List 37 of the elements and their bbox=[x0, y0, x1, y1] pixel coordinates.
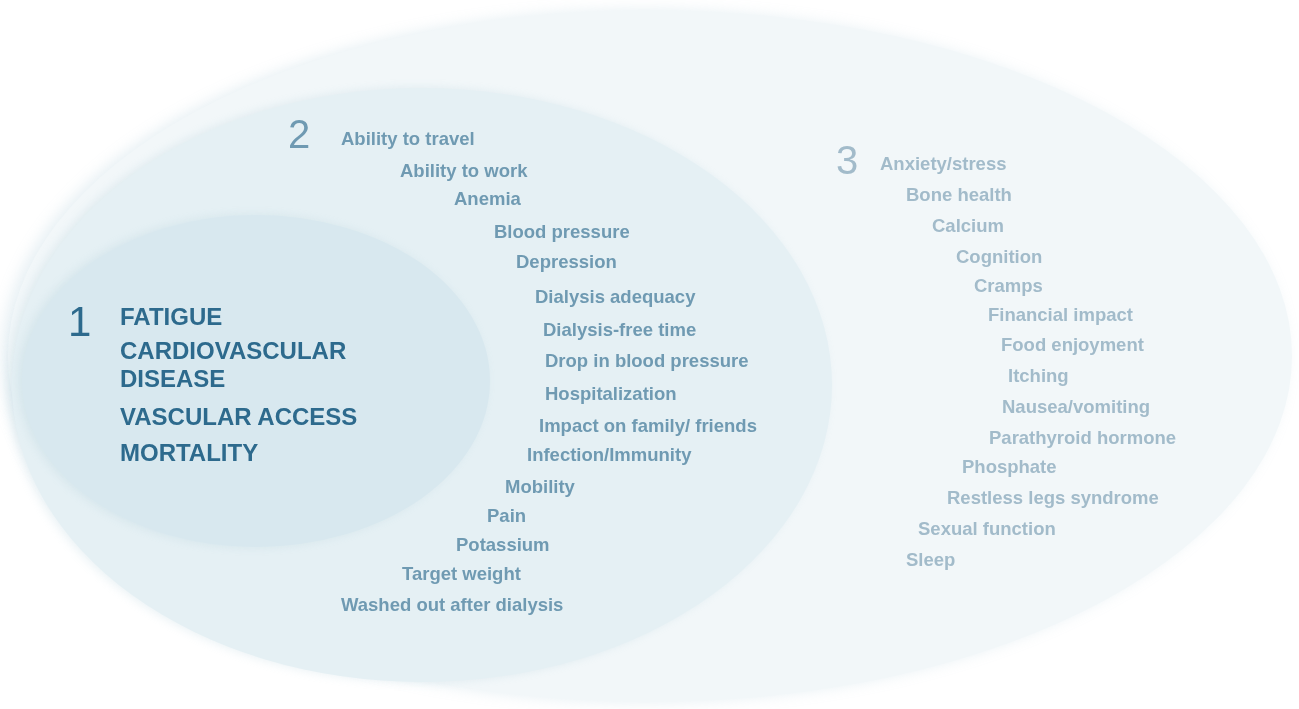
item-label: Blood pressure bbox=[494, 221, 630, 243]
item-label: MORTALITY bbox=[120, 439, 259, 467]
item-label: Drop in blood pressure bbox=[545, 350, 749, 372]
item-label: Food enjoyment bbox=[1001, 334, 1144, 356]
tier-number: 2 bbox=[288, 111, 311, 157]
item-label: Calcium bbox=[932, 215, 1004, 237]
item-label: Potassium bbox=[456, 534, 550, 556]
item-label: CARDIOVASCULAR DISEASE bbox=[120, 337, 348, 393]
item-label: Depression bbox=[516, 251, 617, 273]
item-label: Financial impact bbox=[988, 304, 1133, 326]
item-label: Pain bbox=[487, 505, 527, 527]
tier-number: 3 bbox=[836, 137, 859, 183]
item-label: Sleep bbox=[906, 549, 956, 571]
tier-number: 1 bbox=[68, 297, 92, 347]
item-label: Phosphate bbox=[962, 456, 1057, 478]
item-label: Anxiety/stress bbox=[880, 153, 1007, 175]
item-label: Dialysis-free time bbox=[543, 319, 697, 341]
item-label: Impact on family/ friends bbox=[539, 415, 757, 437]
item-label: Cramps bbox=[974, 275, 1043, 297]
item-label: Ability to work bbox=[400, 160, 528, 182]
item-label: Sexual function bbox=[918, 518, 1056, 540]
item-label: Parathyroid hormone bbox=[989, 427, 1177, 449]
item-label: VASCULAR ACCESS bbox=[120, 403, 358, 431]
item-label: Nausea/vomiting bbox=[1002, 396, 1151, 418]
item-label: Target weight bbox=[402, 563, 521, 585]
item-label: Dialysis adequacy bbox=[535, 286, 696, 308]
item-label: Anemia bbox=[454, 188, 521, 210]
item-label: Ability to travel bbox=[341, 128, 475, 150]
item-label: Itching bbox=[1008, 365, 1069, 387]
item-label: Mobility bbox=[505, 476, 575, 498]
item-label: FATIGUE bbox=[120, 303, 223, 331]
item-label: Infection/Immunity bbox=[527, 444, 692, 466]
item-label: Restless legs syndrome bbox=[947, 487, 1159, 509]
item-label: Cognition bbox=[956, 246, 1043, 268]
item-label: Hospitalization bbox=[545, 383, 677, 405]
item-label: Washed out after dialysis bbox=[341, 594, 564, 616]
item-label: Bone health bbox=[906, 184, 1012, 206]
